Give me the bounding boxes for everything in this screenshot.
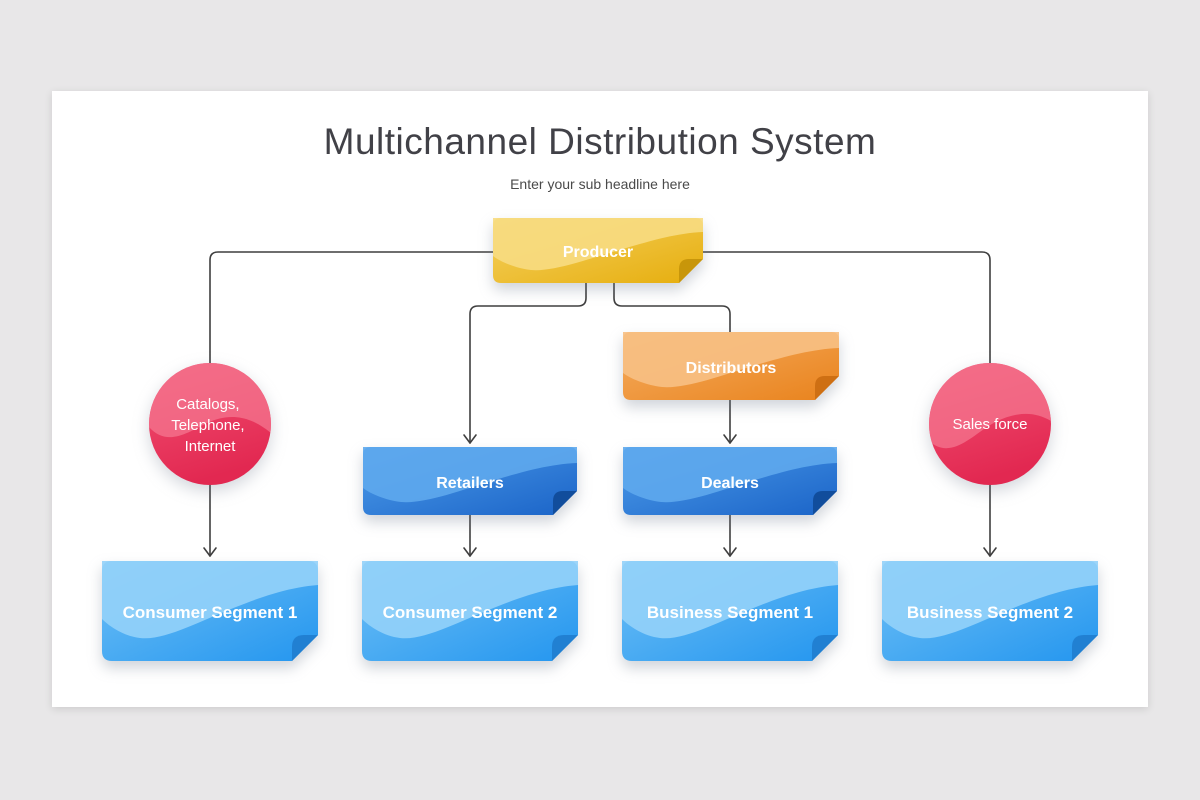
arrow-down-icon <box>983 547 997 557</box>
connector-producer-to-business-segment-2 <box>702 251 991 557</box>
wave-highlight <box>362 561 578 639</box>
connector-producer-to-retailers <box>469 282 587 444</box>
wave-highlight <box>623 332 839 388</box>
node-consumer-segment-2[interactable]: Consumer Segment 2 <box>362 561 578 661</box>
node-retailers-label: Retailers <box>436 475 504 492</box>
wave-highlight <box>622 561 838 639</box>
wave-highlight <box>882 561 1098 639</box>
arrow-down-icon <box>723 547 737 557</box>
wave-highlight <box>493 218 703 271</box>
node-producer-label: Producer <box>563 244 633 261</box>
node-sales-force-label: Sales force <box>952 416 1027 433</box>
slide-canvas: Multichannel Distribution System Enter y… <box>52 91 1148 707</box>
node-retailers[interactable]: Retailers <box>363 447 577 515</box>
folded-corner-icon <box>815 376 839 400</box>
arrow-down-icon <box>463 434 477 444</box>
wave-highlight <box>363 447 577 503</box>
node-consumer-segment-2-label: Consumer Segment 2 <box>383 603 558 622</box>
folded-corner-icon <box>292 635 318 661</box>
arrow-down-icon <box>463 547 477 557</box>
wave-highlight <box>102 561 318 639</box>
slide-title: Multichannel Distribution System <box>323 121 877 162</box>
folded-corner-icon <box>1072 635 1098 661</box>
node-consumer-segment-1[interactable]: Consumer Segment 1 <box>102 561 318 661</box>
node-dealers[interactable]: Dealers <box>623 447 837 515</box>
node-business-segment-1-label: Business Segment 1 <box>647 603 813 622</box>
arrow-down-icon <box>203 547 217 557</box>
connector-lines <box>203 251 997 557</box>
node-direct-channels-circle[interactable]: Catalogs, Telephone, Internet <box>149 363 271 485</box>
node-producer[interactable]: Producer <box>493 218 703 283</box>
node-sales-force-circle[interactable]: Sales force <box>929 363 1051 485</box>
folded-corner-icon <box>552 635 578 661</box>
node-distributors-label: Distributors <box>686 360 777 377</box>
node-distributors[interactable]: Distributors <box>623 332 839 400</box>
wave-highlight <box>623 447 837 503</box>
connector-producer-to-consumer-segment-1 <box>209 251 494 557</box>
slide-subtitle: Enter your sub headline here <box>510 176 690 192</box>
connector-producer-to-distributors-to-dealers <box>613 282 731 444</box>
folded-corner-icon <box>553 491 577 515</box>
node-business-segment-2-label: Business Segment 2 <box>907 603 1073 622</box>
arrow-down-icon <box>723 434 737 444</box>
node-consumer-segment-1-label: Consumer Segment 1 <box>123 603 298 622</box>
folded-corner-icon <box>679 259 703 283</box>
node-dealers-label: Dealers <box>701 475 759 492</box>
node-business-segment-2[interactable]: Business Segment 2 <box>882 561 1098 661</box>
folded-corner-icon <box>812 635 838 661</box>
wave-highlight <box>929 363 1051 449</box>
node-business-segment-1[interactable]: Business Segment 1 <box>622 561 838 661</box>
node-direct-channels-label: Catalogs, Telephone, Internet <box>171 396 249 455</box>
wave-highlight <box>149 363 271 438</box>
folded-corner-icon <box>813 491 837 515</box>
